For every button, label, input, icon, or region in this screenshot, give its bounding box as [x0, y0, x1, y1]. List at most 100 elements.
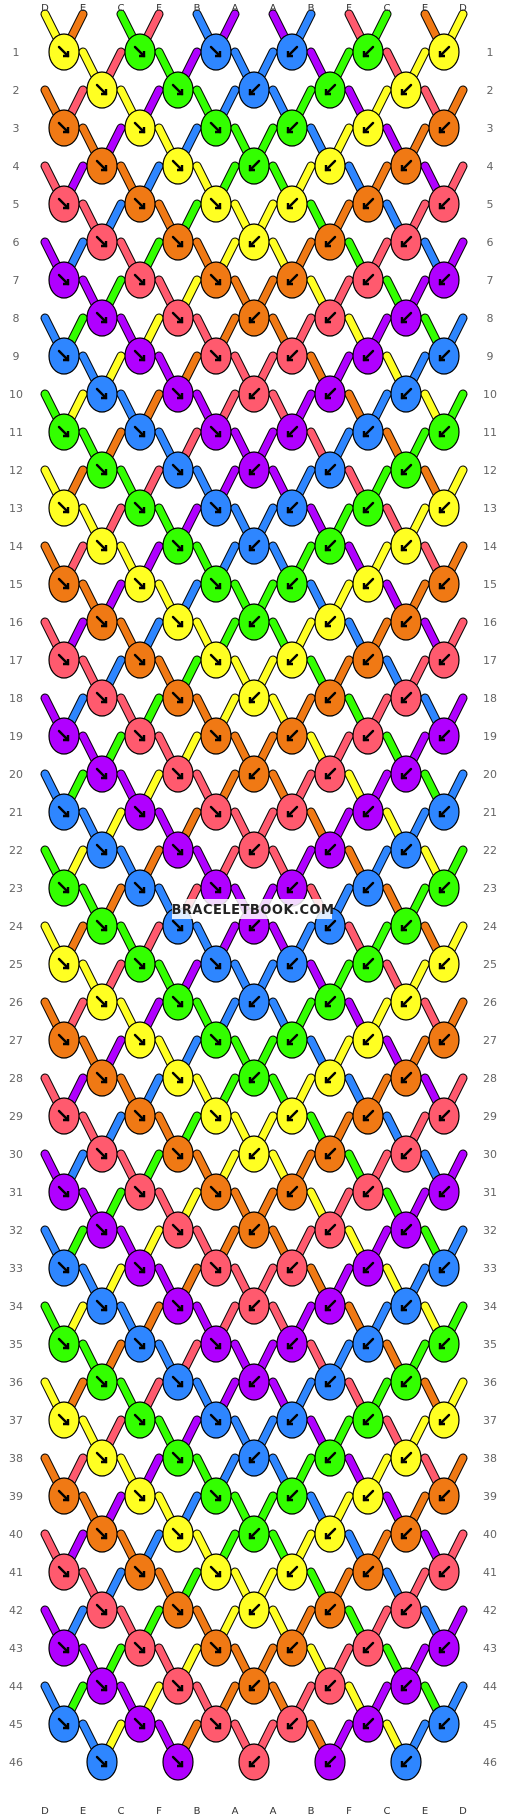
arrow-down-left-icon [400, 387, 413, 400]
knot [48, 1021, 80, 1059]
arrow-down-left-icon [248, 1755, 261, 1768]
arrow-down-right-icon [171, 539, 184, 552]
arrow-down-left-icon [248, 463, 261, 476]
arrow-down-left-icon [400, 83, 413, 96]
knot [162, 603, 194, 641]
arrow-down-left-icon [324, 539, 337, 552]
knot [124, 565, 156, 603]
arrow-down-right-icon [95, 83, 108, 96]
arrow-down-left-icon [248, 1299, 261, 1312]
arrow-down-right-icon [57, 1109, 70, 1122]
arrow-down-right-icon [95, 311, 108, 324]
arrow-down-left-icon [286, 1717, 299, 1730]
arrow-down-left-icon [324, 1755, 337, 1768]
arrow-down-right-icon [57, 1337, 70, 1350]
row-number-right: 34 [483, 1300, 497, 1313]
row-number-right: 36 [483, 1376, 497, 1389]
knot [428, 1097, 460, 1135]
knot [238, 1439, 270, 1477]
knot [86, 527, 118, 565]
row-number-left: 1 [13, 46, 20, 59]
arrow-down-right-icon [57, 805, 70, 818]
arrow-down-right-icon [133, 1185, 146, 1198]
knot [48, 1629, 80, 1667]
strand-label-bottom: B [194, 1806, 201, 1817]
arrow-down-right-icon [57, 121, 70, 134]
arrow-down-right-icon [209, 653, 222, 666]
knot [390, 375, 422, 413]
knot [124, 945, 156, 983]
knot [276, 109, 308, 147]
knot [48, 641, 80, 679]
knot [390, 223, 422, 261]
row-number-left: 5 [13, 198, 20, 211]
knot [276, 1097, 308, 1135]
knot [86, 1287, 118, 1325]
arrow-down-right-icon [133, 729, 146, 742]
row-number-left: 22 [9, 844, 23, 857]
knot [124, 109, 156, 147]
knot [200, 337, 232, 375]
arrow-down-right-icon [95, 539, 108, 552]
arrow-down-right-icon [209, 1717, 222, 1730]
arrow-down-left-icon [438, 1185, 451, 1198]
arrow-down-right-icon [57, 1033, 70, 1046]
knot [238, 603, 270, 641]
arrow-down-right-icon [171, 1451, 184, 1464]
knot [390, 1591, 422, 1629]
knot [86, 1743, 118, 1781]
knot [238, 1363, 270, 1401]
arrow-down-right-icon [95, 919, 108, 932]
strand-label-top: F [156, 3, 162, 14]
row-number-left: 6 [13, 236, 20, 249]
arrow-down-left-icon [400, 159, 413, 172]
knot [86, 71, 118, 109]
row-number-left: 15 [9, 578, 23, 591]
row-number-right: 20 [483, 768, 497, 781]
knot [238, 1743, 270, 1781]
arrow-down-left-icon [324, 767, 337, 780]
arrow-down-left-icon [286, 729, 299, 742]
knot [162, 1287, 194, 1325]
knot [428, 1021, 460, 1059]
arrow-down-left-icon [438, 1109, 451, 1122]
arrow-down-right-icon [209, 349, 222, 362]
row-number-right: 33 [483, 1262, 497, 1275]
arrow-down-left-icon [438, 1033, 451, 1046]
strand-label-top: C [118, 3, 125, 14]
knot [390, 1667, 422, 1705]
knot [276, 641, 308, 679]
knot [238, 1515, 270, 1553]
row-number-right: 2 [487, 84, 494, 97]
knot [390, 679, 422, 717]
knot [314, 451, 346, 489]
arrow-down-right-icon [57, 577, 70, 590]
knot [48, 1173, 80, 1211]
knot [314, 755, 346, 793]
arrow-down-left-icon [286, 273, 299, 286]
knot [238, 451, 270, 489]
arrow-down-left-icon [362, 729, 375, 742]
knot [428, 1705, 460, 1743]
row-number-left: 42 [9, 1604, 23, 1617]
knot [390, 451, 422, 489]
knot [352, 1477, 384, 1515]
arrow-down-left-icon [286, 1109, 299, 1122]
row-labels-left: 1234567891011121314151617181920212223242… [9, 46, 23, 1769]
row-number-right: 25 [483, 958, 497, 971]
knot [238, 983, 270, 1021]
row-number-right: 3 [487, 122, 494, 135]
row-number-right: 16 [483, 616, 497, 629]
knot [200, 1249, 232, 1287]
arrow-down-right-icon [133, 1033, 146, 1046]
knot [314, 1211, 346, 1249]
arrow-down-left-icon [286, 1337, 299, 1350]
knot [48, 1705, 80, 1743]
arrow-down-left-icon [400, 995, 413, 1008]
row-number-left: 13 [9, 502, 23, 515]
arrow-down-left-icon [438, 805, 451, 818]
row-number-left: 18 [9, 692, 23, 705]
arrow-down-right-icon [133, 1337, 146, 1350]
knot [314, 1515, 346, 1553]
